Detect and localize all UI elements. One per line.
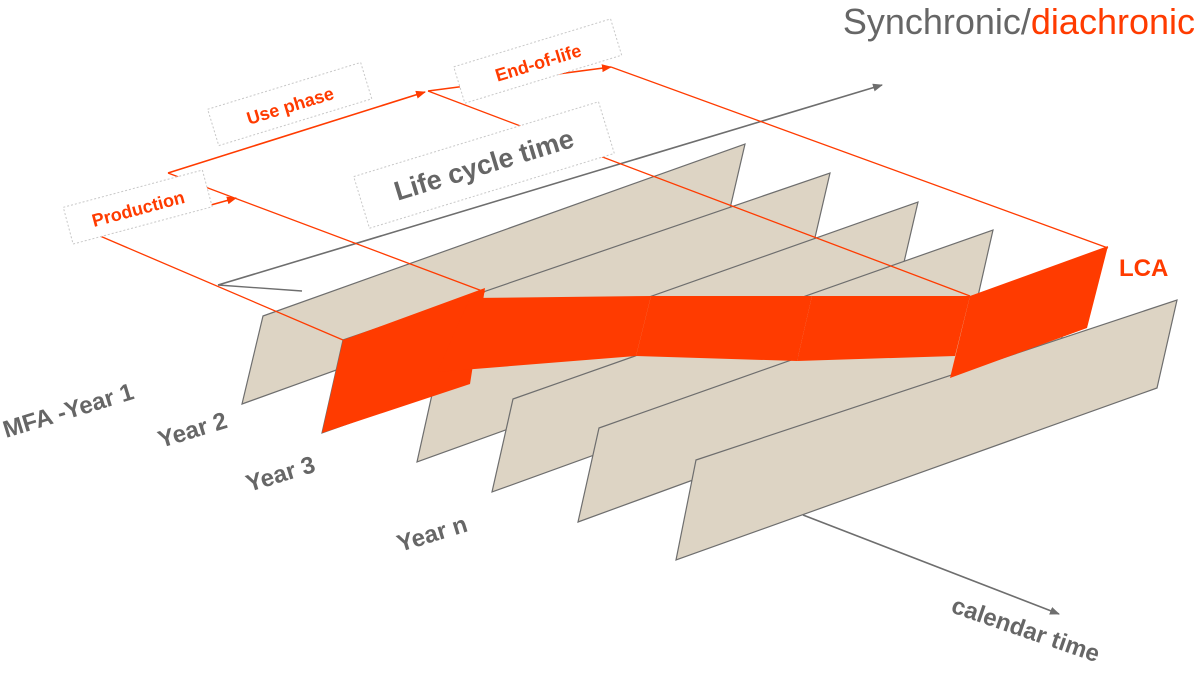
year-label-mfa-year-1: MFA -Year 1: [0, 378, 137, 443]
life-cycle-axis-line: [217, 83, 883, 286]
end-of-life-label: End-of-life: [453, 18, 623, 104]
end-of-life-end-connector: [610, 66, 1109, 249]
lca-label: LCA: [1119, 255, 1168, 282]
diagram-title: Synchronic/diachronic: [843, 1, 1195, 42]
lca-surface-use-1: [437, 296, 651, 372]
title-diachronic: diachronic: [1031, 1, 1195, 42]
phase-arrows: [99, 64, 1109, 341]
lca-surface-use-2: [636, 296, 812, 361]
use-phase-span-arrow: [167, 90, 426, 174]
lca-red-surfaces: [322, 246, 1108, 433]
calendar-time-axis: [802, 514, 1060, 615]
life-cycle-axis-tail: [217, 284, 303, 292]
lca-surface-production: [322, 288, 485, 433]
production-start-connector: [99, 235, 344, 341]
production-label-box: [62, 169, 213, 245]
year-label-year-3: Year 3: [243, 451, 319, 498]
lca-surface-use-3: [797, 296, 970, 361]
life-cycle-time-axis: [217, 83, 883, 292]
production-end-connector: [167, 172, 486, 293]
use-phase-label: Use phase: [207, 61, 373, 147]
life-cycle-time-label-box: [353, 101, 615, 229]
use-phase-end-connector: [427, 90, 971, 297]
lca-surface-end-of-life: [950, 246, 1108, 378]
year-label-year-2: Year 2: [155, 407, 231, 454]
year-label-year-n: Year n: [394, 511, 471, 558]
calendar-time-label: calendar time: [948, 592, 1103, 668]
title-synchronic: Synchronic/: [843, 1, 1031, 42]
production-label: Production: [62, 169, 213, 245]
